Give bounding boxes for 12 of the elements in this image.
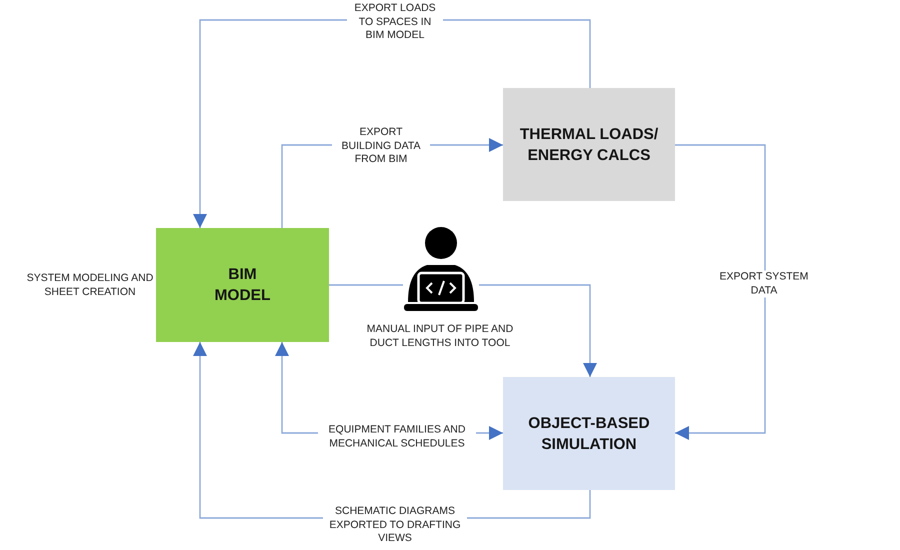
process-box xyxy=(503,88,675,201)
node-caption: SYSTEM MODELING AND SHEET CREATION xyxy=(26,272,154,299)
box-label: OBJECT-BASED SIMULATION xyxy=(527,414,651,454)
process-box xyxy=(503,377,675,490)
box-label: BIM MODEL xyxy=(214,265,272,306)
process-box xyxy=(156,228,329,342)
connector-arrow xyxy=(479,284,597,377)
node-caption: MANUAL INPUT OF PIPE AND DUCT LENGTHS INTO TOOL xyxy=(366,323,514,350)
person-at-laptop-icon xyxy=(403,226,479,312)
box-label: THERMAL LOADS/ ENERGY CALCS xyxy=(518,124,660,166)
connector-arrow xyxy=(675,144,766,440)
connector-line xyxy=(329,284,403,286)
